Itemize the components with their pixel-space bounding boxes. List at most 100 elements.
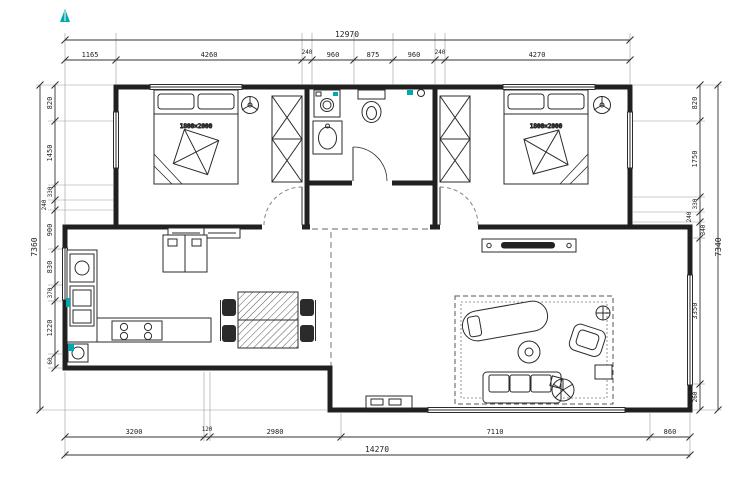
pillow bbox=[197, 93, 235, 110]
floor-lamp-icon bbox=[595, 305, 611, 321]
dim-label: 1165 bbox=[82, 51, 99, 59]
chair bbox=[222, 325, 236, 342]
bed-throw bbox=[172, 128, 220, 176]
dim-label: 240 bbox=[435, 49, 446, 56]
dim-label: 900 bbox=[46, 224, 54, 237]
dim-label: 830 bbox=[46, 261, 54, 274]
dim-label: 3350 bbox=[691, 303, 699, 320]
faucet-icon bbox=[66, 298, 70, 307]
door-right-bedroom bbox=[439, 186, 479, 226]
walls bbox=[62, 84, 693, 413]
dim-label: 14270 bbox=[365, 445, 389, 454]
dim-label: 860 bbox=[664, 428, 677, 436]
dimensions: 12970 1165 4260 240 960 875 960 240 4270… bbox=[30, 30, 723, 459]
door-opening-right-bedroom bbox=[440, 223, 478, 231]
living-room bbox=[365, 238, 614, 409]
bathroom bbox=[312, 89, 425, 155]
tv-icon bbox=[501, 242, 555, 249]
dim-label: 330 bbox=[692, 198, 699, 209]
kitchen-counter-left bbox=[66, 249, 98, 343]
wardrobe-right bbox=[439, 95, 471, 183]
kitchen bbox=[66, 234, 212, 363]
stove-icon bbox=[111, 320, 163, 341]
dim-label: 1450 bbox=[46, 145, 54, 162]
toilet-icon bbox=[357, 89, 386, 123]
dim-labels: 12970 1165 4260 240 960 875 960 240 4270… bbox=[30, 30, 723, 454]
door-opening-bathroom bbox=[352, 179, 392, 187]
wardrobe-left bbox=[271, 95, 303, 183]
bed-right: 1800×2000 bbox=[503, 89, 589, 185]
washing-machine-icon bbox=[313, 89, 341, 118]
bed-size-label: 1800×2000 bbox=[180, 123, 213, 130]
dim-label: 1750 bbox=[691, 151, 699, 168]
tv-cabinet bbox=[481, 238, 577, 253]
bed-left: 1800×2000 bbox=[153, 89, 239, 185]
blanket-fold bbox=[559, 153, 589, 185]
shoe-cabinet bbox=[365, 395, 413, 409]
bedroom-right: 1800×2000 bbox=[439, 89, 611, 185]
door-left-bedroom bbox=[263, 186, 303, 226]
dim-label: 7340 bbox=[714, 237, 723, 256]
dim-label: 7360 bbox=[30, 237, 39, 256]
dim-label: 4270 bbox=[529, 51, 546, 59]
window-living-bottom bbox=[427, 407, 626, 413]
dim-label: 240 bbox=[41, 199, 48, 210]
dim-label: 4260 bbox=[201, 51, 218, 59]
exterior-wall bbox=[62, 84, 693, 413]
dim-label: 960 bbox=[327, 51, 340, 59]
dim-label: 370 bbox=[47, 287, 54, 298]
ceiling-fan-icon bbox=[241, 96, 259, 114]
window-left-bedroom-top bbox=[149, 84, 243, 90]
dim-label: 340 bbox=[700, 224, 707, 235]
coffee-table bbox=[517, 340, 541, 364]
dim-ticks bbox=[36, 36, 722, 459]
fridge-icon bbox=[162, 234, 208, 273]
window-living-right bbox=[687, 274, 693, 386]
bathroom-accessory bbox=[407, 89, 425, 97]
dim-label: 820 bbox=[691, 97, 699, 110]
floor-drain-icon bbox=[67, 343, 89, 363]
dim-label: 820 bbox=[46, 97, 54, 110]
bed-size-label: 1800×2000 bbox=[530, 123, 563, 130]
hall-opening bbox=[310, 223, 430, 231]
dim-label: 1220 bbox=[46, 320, 54, 337]
pillow bbox=[157, 93, 195, 110]
dim-label: 3200 bbox=[126, 428, 143, 436]
pillow bbox=[466, 315, 483, 338]
pillow bbox=[547, 93, 585, 110]
chair bbox=[300, 299, 314, 316]
dim-label: 2980 bbox=[267, 428, 284, 436]
dim-label: 12970 bbox=[335, 30, 359, 39]
kitchen-sink-icon bbox=[66, 285, 95, 327]
sofa bbox=[482, 371, 563, 404]
blanket-fold bbox=[153, 153, 183, 185]
extension-lines bbox=[36, 33, 722, 458]
window-left-bedroom-side bbox=[113, 111, 119, 169]
doors bbox=[263, 146, 479, 226]
dim-label: 875 bbox=[367, 51, 380, 59]
dim-label: 330 bbox=[47, 186, 54, 197]
door-bathroom bbox=[352, 146, 388, 182]
dim-label: 240 bbox=[302, 49, 313, 56]
prep-sink-icon bbox=[69, 253, 95, 283]
dim-label: 60 bbox=[47, 357, 54, 365]
chair bbox=[222, 299, 236, 316]
kitchen-counter-bottom bbox=[96, 317, 212, 343]
north-arrow-icon bbox=[60, 9, 70, 22]
bed-throw bbox=[523, 129, 569, 175]
dim-label: 120 bbox=[202, 426, 213, 433]
dining-area bbox=[220, 291, 316, 349]
chair bbox=[300, 325, 314, 342]
dim-label: 7110 bbox=[487, 428, 504, 436]
armchair bbox=[568, 323, 606, 357]
bedroom-left: 1800×2000 bbox=[153, 89, 303, 239]
window-right-bedroom-top bbox=[502, 84, 596, 90]
dim-label: 960 bbox=[408, 51, 421, 59]
window-right-bedroom-side bbox=[627, 111, 633, 169]
pillow bbox=[507, 93, 545, 110]
dim-label: 240 bbox=[686, 211, 693, 222]
door-opening-left-bedroom bbox=[262, 223, 302, 231]
plant-icon bbox=[551, 378, 575, 402]
